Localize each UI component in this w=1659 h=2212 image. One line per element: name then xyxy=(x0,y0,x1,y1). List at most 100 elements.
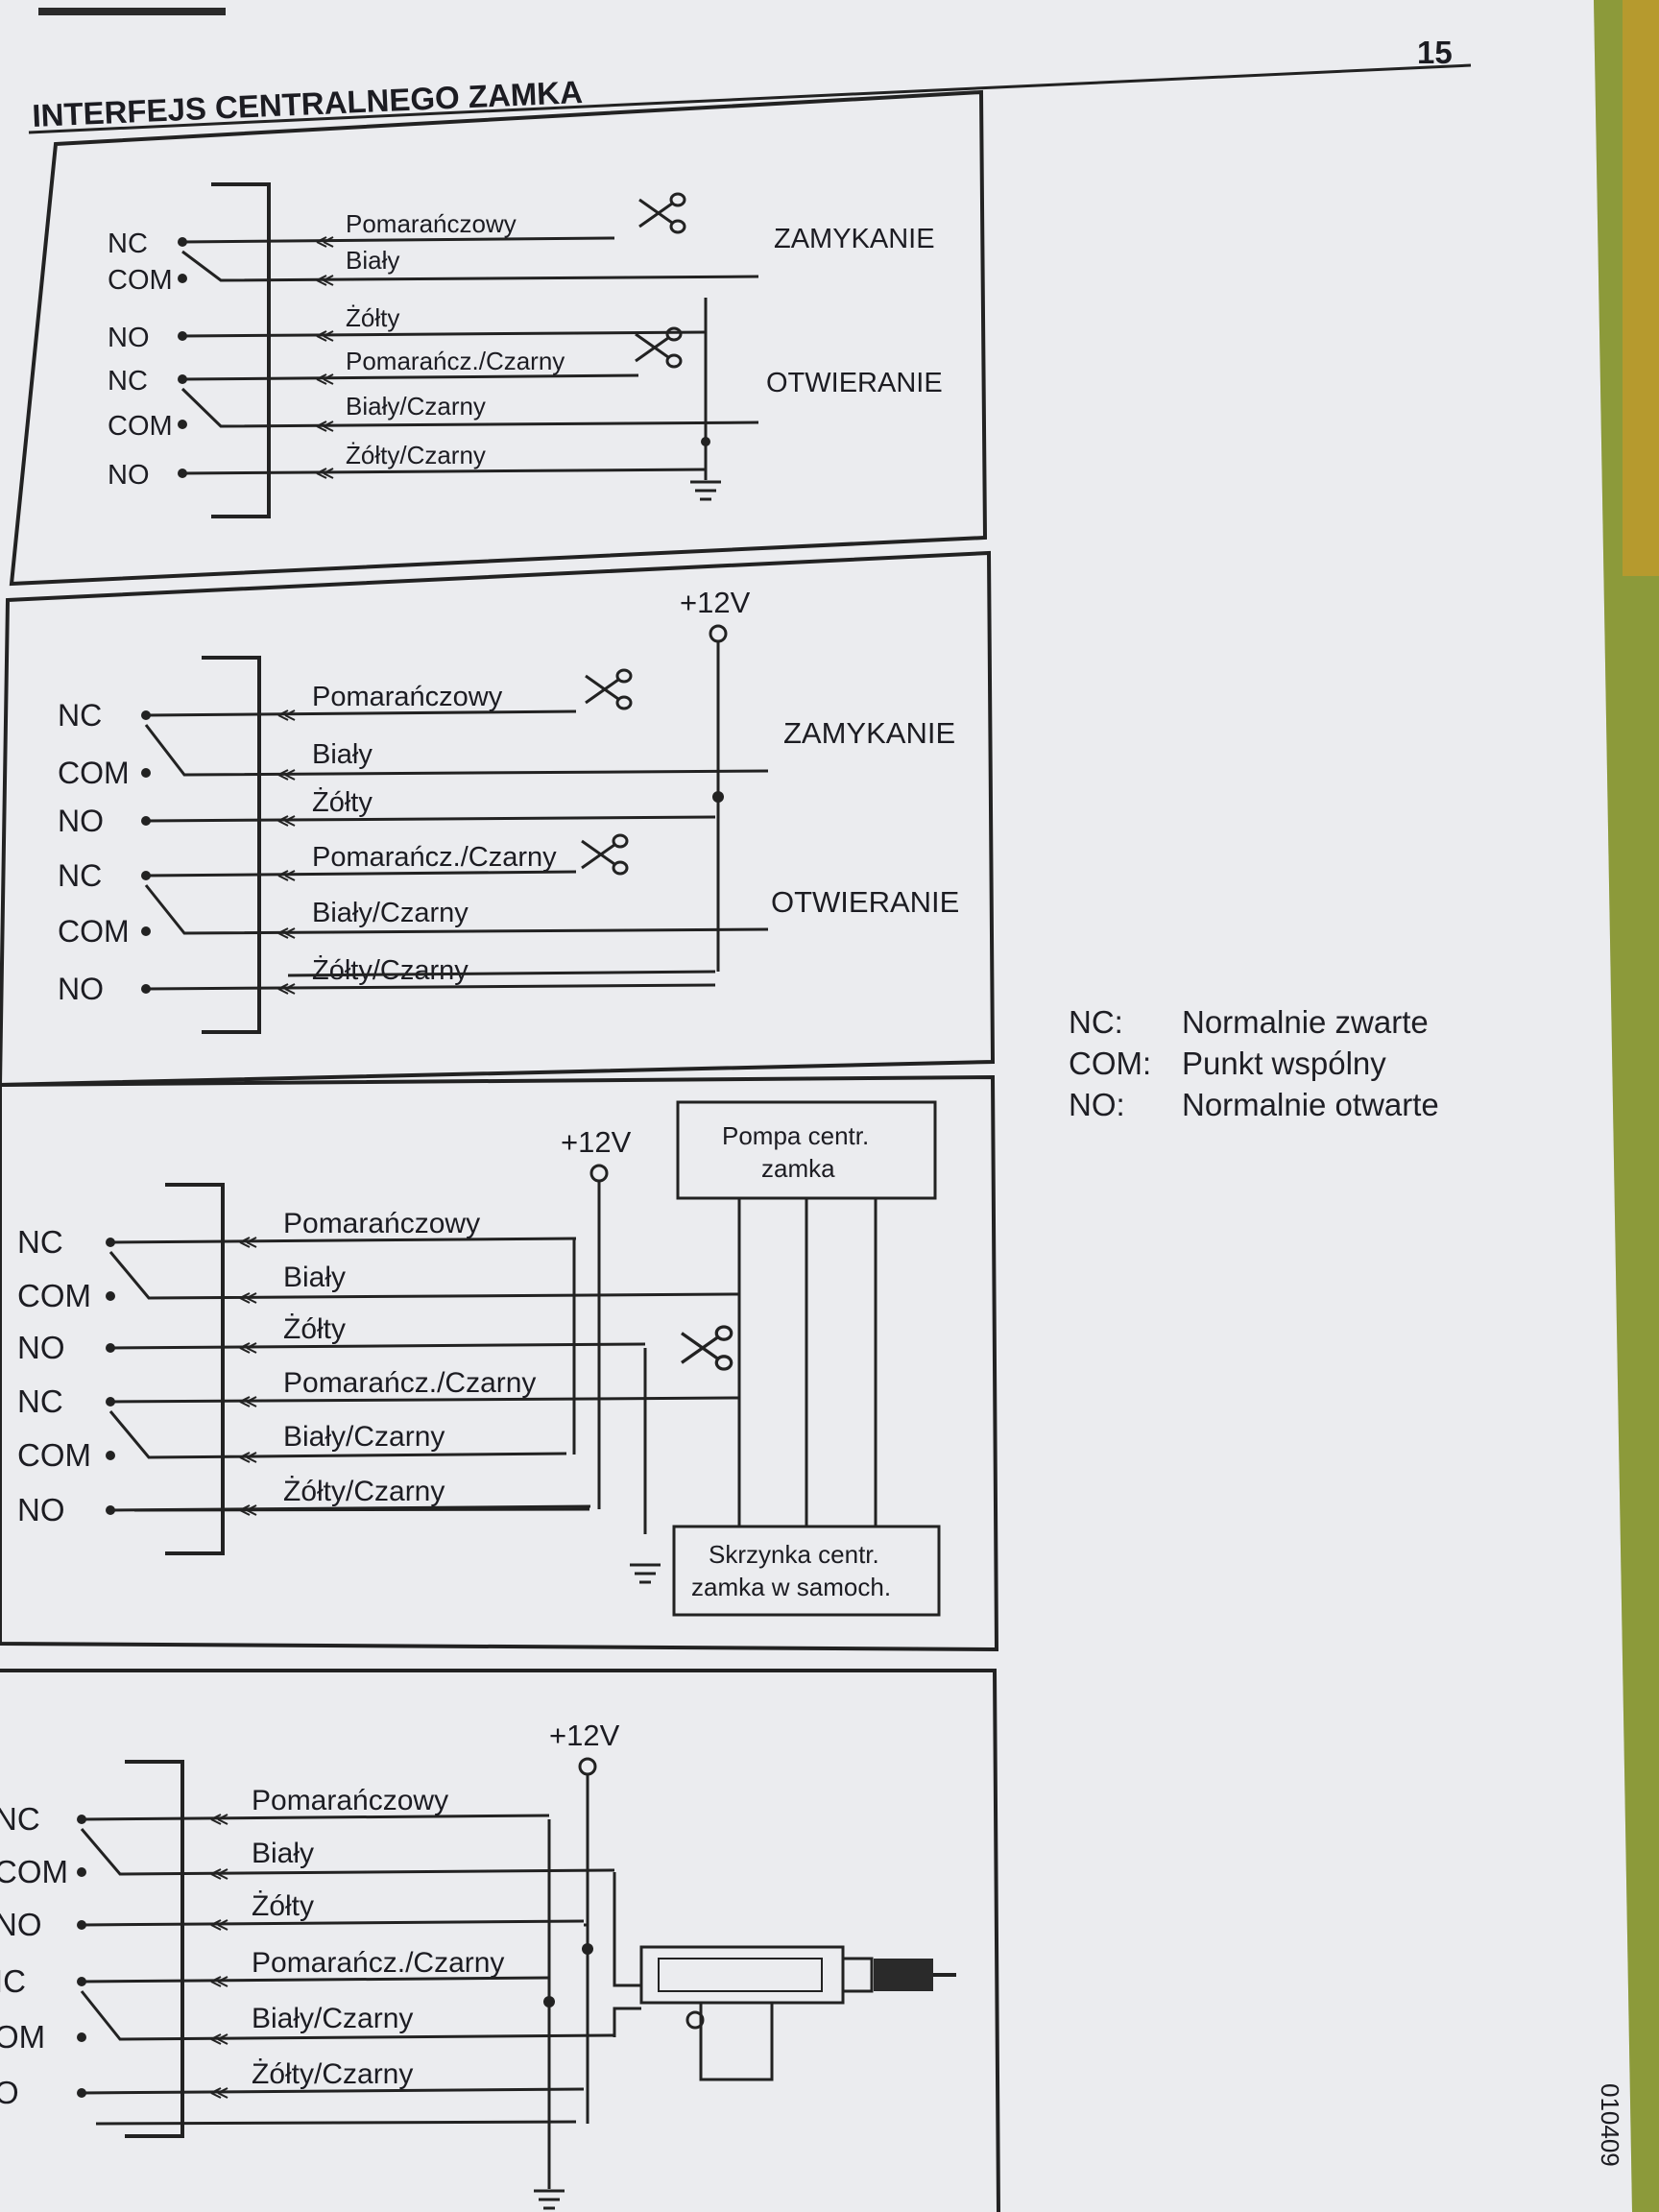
terminal-label: COM xyxy=(17,1278,91,1313)
pump-box-label: zamka xyxy=(761,1154,835,1183)
arrow-icon xyxy=(277,927,296,939)
terminal-label: NC xyxy=(108,366,148,397)
wire-line xyxy=(80,1828,615,1876)
terminal-label: COM xyxy=(0,1854,68,1889)
wire-line xyxy=(108,1410,567,1459)
actuator-mount xyxy=(699,2001,774,2081)
wire-label: Biały/Czarny xyxy=(312,898,469,928)
scissors-handle xyxy=(615,668,633,684)
wire-label: Biały xyxy=(312,739,373,770)
arrow-icon xyxy=(277,769,296,781)
scissors-handle xyxy=(714,1325,733,1341)
arrow-icon xyxy=(210,2033,228,2045)
arrow-icon xyxy=(239,1396,257,1407)
wire-label: Żółty xyxy=(346,303,399,332)
legend-row-nc: NC: Normalnie zwarte xyxy=(1069,1001,1439,1043)
wire-label: Żółty/Czarny xyxy=(252,2058,413,2090)
wire-line xyxy=(145,815,716,823)
terminal-dot-icon xyxy=(543,1996,555,2008)
wire-label: Żółty/Czarny xyxy=(283,1476,445,1507)
wire-line xyxy=(108,1251,740,1300)
scissors-handle xyxy=(665,326,683,342)
scissors-blade xyxy=(581,839,615,870)
wire-line xyxy=(613,2007,641,2037)
wire-line xyxy=(81,1976,550,1984)
actuator-plunger xyxy=(874,1959,933,1991)
wire-line xyxy=(181,373,639,381)
terminal-label: COM xyxy=(58,914,130,949)
terminal-label: NO xyxy=(0,1907,42,1942)
terminal-label: IC xyxy=(0,1963,26,1999)
relay-bracket xyxy=(125,1760,184,2138)
wire-label: Biały xyxy=(252,1838,314,1869)
terminal-label: NO xyxy=(108,323,150,353)
terminal-dot-icon xyxy=(77,2032,86,2042)
supply-label: +12V xyxy=(680,586,751,619)
wire-line xyxy=(109,1396,740,1404)
panel-1: NCPomarańczowyCOMBiałyNOŻółtyNCPomarańcz… xyxy=(108,182,943,518)
terminal-label: NO xyxy=(58,804,104,838)
terminal-label: COM xyxy=(58,756,130,790)
scissors-handle xyxy=(714,1355,733,1371)
scissors-handle xyxy=(612,833,629,849)
wire-label: Pomarańczowy xyxy=(312,682,503,712)
wire-label: Żółty/Czarny xyxy=(346,441,486,469)
wire-line xyxy=(181,236,615,244)
wire-line xyxy=(145,983,716,991)
supply-label: +12V xyxy=(561,1125,632,1159)
wire-line xyxy=(133,1507,590,1512)
terminal-dot-icon xyxy=(178,274,187,283)
wire-label: Biały/Czarny xyxy=(252,2003,413,2034)
supply-terminal-icon xyxy=(578,1757,597,1776)
terminal-label: NC xyxy=(0,1801,40,1837)
legend-key: COM: xyxy=(1069,1046,1152,1081)
actuator-cap xyxy=(841,1957,874,1993)
side-code: 010409 xyxy=(1596,2083,1624,2167)
scissors-blade xyxy=(585,674,619,705)
scissors-handle xyxy=(669,192,686,207)
supply-label: +12V xyxy=(549,1719,620,1752)
wire-label: Pomarańcz./Czarny xyxy=(283,1367,536,1399)
scissors-handle xyxy=(665,353,683,369)
panel-2: NCPomarańczowyCOMBiałyNOŻółtyNCPomarańcz… xyxy=(58,586,959,1034)
scissors-icon xyxy=(638,192,686,234)
terminal-dot-icon xyxy=(106,1451,115,1460)
scissors-icon xyxy=(585,668,633,710)
legend-value: Punkt wspólny xyxy=(1182,1046,1386,1081)
wire-label: Biały xyxy=(283,1262,346,1293)
terminal-dot-icon xyxy=(77,1867,86,1877)
supply-terminal-icon xyxy=(589,1164,609,1183)
wire-line xyxy=(145,709,577,717)
wire-line xyxy=(145,870,577,878)
ground-icon xyxy=(630,1563,661,1584)
output-label: ZAMYKANIE xyxy=(774,224,935,254)
terminal-dot-icon xyxy=(712,791,724,803)
arrow-icon xyxy=(277,983,296,995)
arrow-icon xyxy=(316,421,334,432)
actuator-inner xyxy=(658,1958,823,1992)
actuator-icon xyxy=(639,1945,956,2081)
terminal-label: COM xyxy=(17,1437,91,1473)
wire-label: Biały/Czarny xyxy=(346,392,486,421)
panel-4: NCPomarańczowyCOMBiałyNOŻółtyICPomarańcz… xyxy=(0,1719,956,2210)
legend-value: Normalnie otwarte xyxy=(1182,1087,1439,1122)
wire-line xyxy=(109,1342,646,1350)
terminal-label: NO xyxy=(58,972,104,1006)
terminal-dot-icon xyxy=(141,926,151,936)
terminal-label: NC xyxy=(58,858,102,893)
car-box-label: zamka w samoch. xyxy=(691,1573,891,1601)
wire-label: Pomarańczowy xyxy=(346,209,517,238)
terminal-label: NC xyxy=(58,698,102,733)
relay-bracket xyxy=(211,182,271,518)
ground-icon xyxy=(690,480,721,501)
legend-row-no: NO: Normalnie otwarte xyxy=(1069,1084,1439,1125)
car-box-label: Skrzynka centr. xyxy=(709,1540,879,1569)
terminal-label: NC xyxy=(17,1224,63,1260)
wiring-diagrams: NCPomarańczowyCOMBiałyNOŻółtyNCPomarańcz… xyxy=(0,182,959,2210)
terminal-label: OM xyxy=(0,2019,45,2055)
arrow-icon xyxy=(277,815,296,827)
wire-label: Pomarańczowy xyxy=(283,1208,480,1239)
terminal-dot-icon xyxy=(106,1291,115,1301)
wire-label: Pomarańcz./Czarny xyxy=(312,842,557,873)
scissors-blade xyxy=(638,198,673,228)
